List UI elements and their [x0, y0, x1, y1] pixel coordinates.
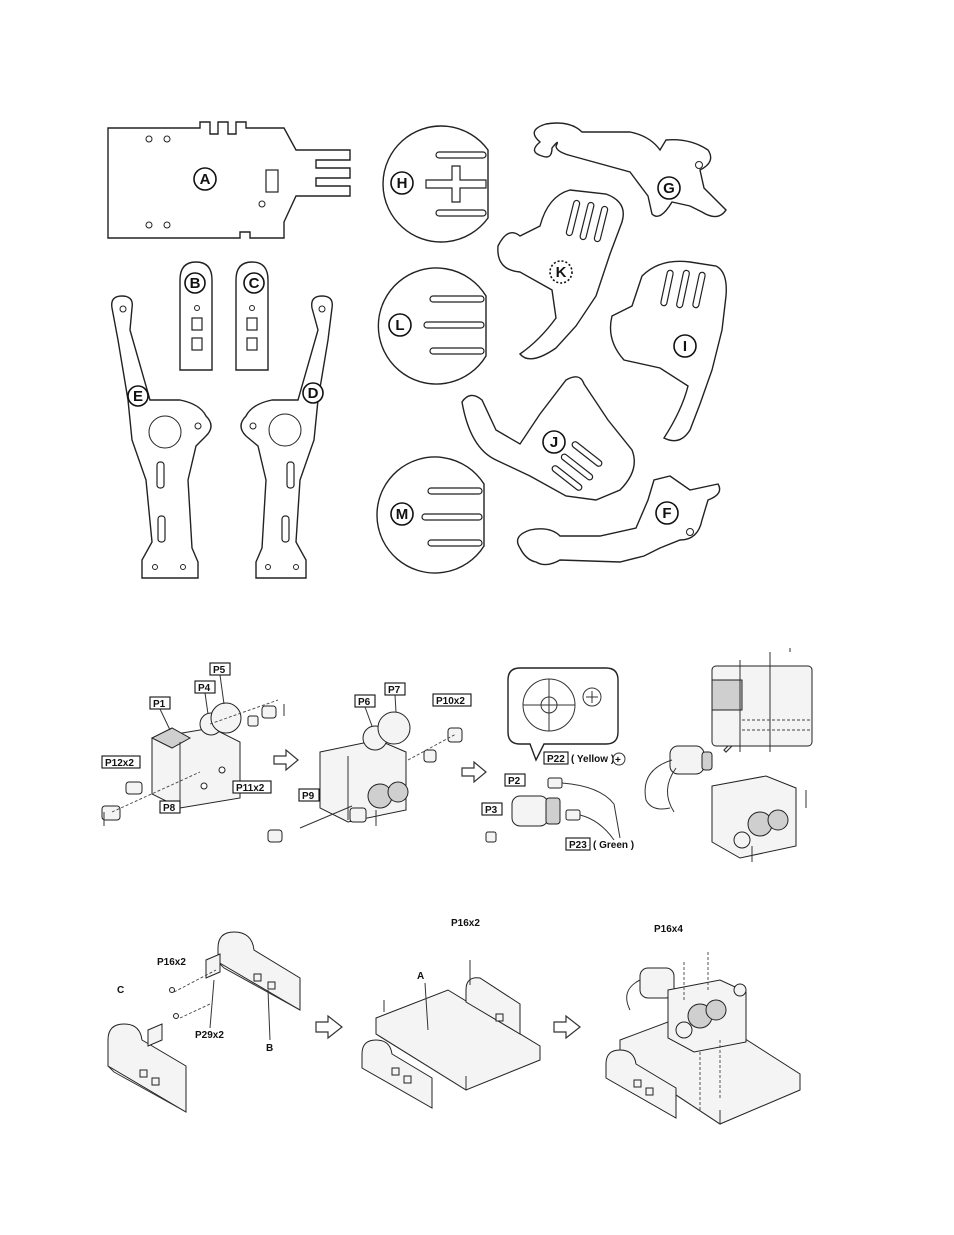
gearbox-gears-figure: P6 P7 P10x2 P9 — [268, 683, 471, 842]
piece-i: I — [611, 261, 727, 440]
piece-l: L — [378, 268, 486, 384]
step-arrow-1 — [274, 750, 298, 770]
gearbox-step: P1 P4 P5 P12x2 P8 P11x2 — [102, 648, 812, 862]
label-a: A — [417, 971, 424, 982]
tag-p10: P10x2 — [436, 696, 465, 707]
piece-d-label: D — [308, 385, 319, 402]
piece-b: B — [180, 262, 212, 370]
tag-p22: P22 — [547, 754, 565, 765]
label-p16-first: P16x2 — [157, 957, 186, 968]
label-plus: + — [615, 755, 621, 766]
tag-p11: P11x2 — [236, 783, 265, 794]
piece-l-label: L — [395, 317, 404, 334]
tag-p1: P1 — [153, 699, 166, 710]
step-arrow-3 — [316, 1016, 342, 1038]
piece-h-label: H — [397, 175, 408, 192]
piece-j: J — [462, 377, 634, 500]
piece-g-label: G — [663, 180, 675, 197]
label-yellow: ( Yellow ) — [571, 754, 614, 765]
piece-k: K — [498, 190, 623, 359]
gearbox-mounted-figure — [645, 648, 812, 862]
piece-a-label: A — [200, 171, 211, 188]
piece-h: H — [383, 126, 488, 242]
piece-i-label: I — [683, 338, 687, 355]
label-p29: P29x2 — [195, 1030, 224, 1041]
tag-p6: P6 — [358, 697, 371, 708]
base-complete-figure: P16x4 — [606, 924, 800, 1124]
label-c: C — [117, 985, 124, 996]
step-arrow-2 — [462, 762, 486, 782]
piece-c: C — [236, 262, 268, 370]
piece-j-label: J — [550, 434, 558, 451]
tag-p2: P2 — [508, 776, 521, 787]
gearbox-frame-figure: P1 P4 P5 P12x2 P8 P11x2 — [102, 663, 284, 826]
tag-p9: P9 — [302, 791, 315, 802]
piece-a: A — [108, 122, 350, 238]
base-plate-figure: P16x2 A — [362, 918, 540, 1108]
base-step: C P16x2 P29x2 B P16x2 A — [108, 918, 800, 1124]
piece-f-label: F — [662, 505, 671, 522]
piece-b-label: B — [190, 275, 201, 292]
piece-c-label: C — [249, 275, 260, 292]
base-brackets-figure: C P16x2 P29x2 B — [108, 932, 300, 1112]
parts-sheet: A B C — [108, 122, 726, 578]
gearbox-motor-figure: P22 ( Yellow ) + P2 P3 P23 ( Green ) — [482, 668, 634, 851]
label-p16-second: P16x2 — [451, 918, 480, 929]
tag-p7: P7 — [388, 685, 401, 696]
label-b: B — [266, 1043, 273, 1054]
label-p16-third: P16x4 — [654, 924, 683, 935]
tag-p8: P8 — [163, 803, 176, 814]
piece-m: M — [377, 457, 484, 573]
tag-p12: P12x2 — [105, 758, 134, 769]
tag-p5: P5 — [213, 665, 226, 676]
step-arrow-4 — [554, 1016, 580, 1038]
tag-p4: P4 — [198, 683, 211, 694]
piece-e-label: E — [133, 388, 143, 405]
piece-k-label: K — [556, 264, 567, 281]
tag-p3: P3 — [485, 805, 498, 816]
tag-p23: P23 — [569, 840, 587, 851]
piece-m-label: M — [396, 506, 409, 523]
label-green: ( Green ) — [593, 840, 634, 851]
